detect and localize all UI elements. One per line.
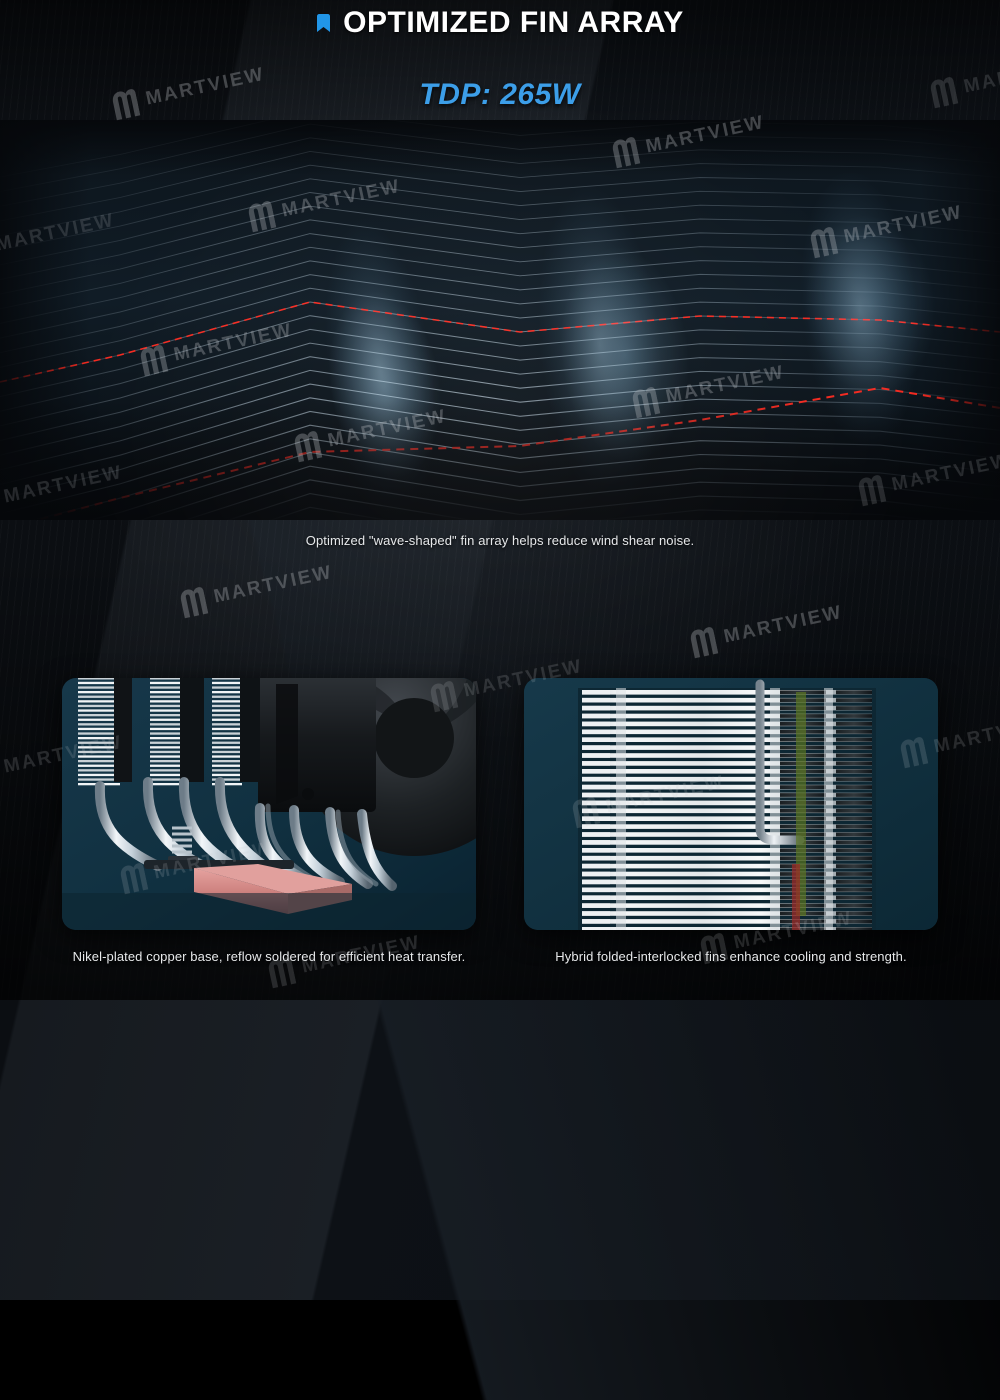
bookmark-icon — [317, 14, 331, 32]
copper-base-photo — [62, 678, 476, 930]
page-header: OPTIMIZED FIN ARRAY — [0, 6, 1000, 40]
interlocked-fins-photo — [524, 678, 938, 930]
interlocked-fins-artwork — [524, 678, 938, 930]
page-title: OPTIMIZED FIN ARRAY — [343, 6, 684, 39]
copper-base-artwork — [62, 678, 476, 930]
panel-left-caption: Nikel-plated copper base, reflow soldere… — [72, 949, 466, 964]
hero-caption: Optimized "wave-shaped" fin array helps … — [305, 533, 695, 548]
panel-right-caption: Hybrid folded-interlocked fins enhance c… — [555, 949, 907, 964]
tdp-badge: TDP: 265W — [419, 78, 581, 111]
